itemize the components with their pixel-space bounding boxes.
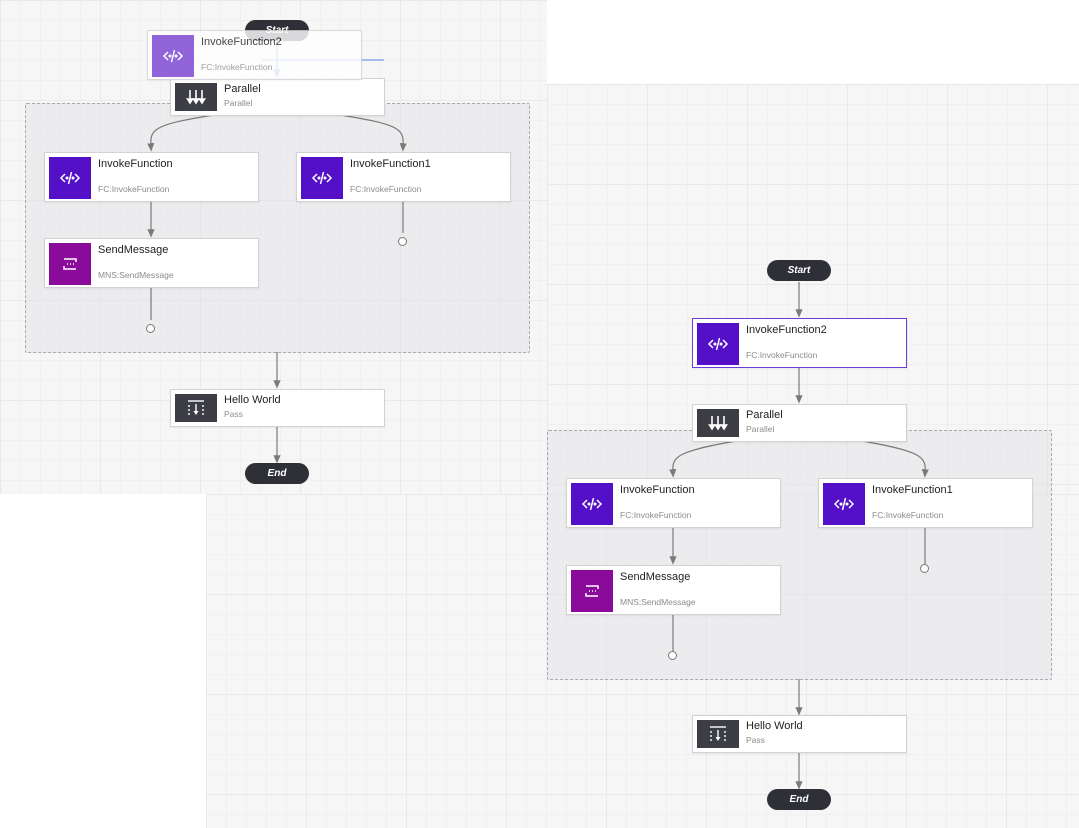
node-title: Hello World <box>224 394 281 406</box>
mns-message-icon <box>49 243 91 285</box>
hello-world-node-left[interactable]: Hello World Pass <box>170 389 385 427</box>
branch-end-marker <box>668 651 677 660</box>
fc-function-icon <box>823 483 865 525</box>
fc-function-icon <box>49 157 91 199</box>
invoke-function2-node-right[interactable]: InvokeFunction2 FC:InvokeFunction <box>692 318 907 368</box>
end-label: End <box>267 468 287 479</box>
send-message-node-right[interactable]: SendMessage MNS:SendMessage <box>566 565 781 615</box>
node-subtitle: MNS:SendMessage <box>620 597 696 607</box>
fc-function-icon <box>697 323 739 365</box>
end-label: End <box>789 794 809 805</box>
node-title: SendMessage <box>98 244 169 256</box>
pass-icon <box>175 394 217 422</box>
send-message-node-left[interactable]: SendMessage MNS:SendMessage <box>44 238 259 288</box>
node-subtitle: Parallel <box>224 98 253 108</box>
branch-end-marker <box>920 564 929 573</box>
node-title: InvokeFunction1 <box>350 158 431 170</box>
parallel-node-right[interactable]: Parallel Parallel <box>692 404 907 442</box>
end-pill-left: End <box>245 463 309 484</box>
invoke-function1-node-left[interactable]: InvokeFunction1 FC:InvokeFunction <box>296 152 511 202</box>
pass-icon <box>697 720 739 748</box>
parallel-icon <box>697 409 739 437</box>
end-pill-right: End <box>767 789 831 810</box>
node-title: Parallel <box>224 83 261 95</box>
parallel-branch-container-left <box>25 103 530 353</box>
parallel-node-left[interactable]: Parallel Parallel <box>170 78 385 116</box>
node-subtitle: FC:InvokeFunction <box>746 350 818 360</box>
invoke-function-node-left[interactable]: InvokeFunction FC:InvokeFunction <box>44 152 259 202</box>
node-subtitle: FC:InvokeFunction <box>350 184 422 194</box>
node-subtitle: Parallel <box>746 424 775 434</box>
node-subtitle: FC:InvokeFunction <box>201 62 273 72</box>
node-title: InvokeFunction1 <box>872 484 953 496</box>
mns-message-icon <box>571 570 613 612</box>
node-subtitle: MNS:SendMessage <box>98 270 174 280</box>
node-title: InvokeFunction2 <box>746 324 827 336</box>
node-title: Hello World <box>746 720 803 732</box>
node-subtitle: Pass <box>746 735 765 745</box>
branch-end-marker <box>398 237 407 246</box>
node-title: InvokeFunction <box>620 484 695 496</box>
node-subtitle: FC:InvokeFunction <box>872 510 944 520</box>
fc-function-icon <box>152 35 194 77</box>
branch-end-marker <box>146 324 155 333</box>
invoke-function-node-right[interactable]: InvokeFunction FC:InvokeFunction <box>566 478 781 528</box>
node-subtitle: FC:InvokeFunction <box>620 510 692 520</box>
start-pill-right: Start <box>767 260 831 281</box>
invoke-function1-node-right[interactable]: InvokeFunction1 FC:InvokeFunction <box>818 478 1033 528</box>
hello-world-node-right[interactable]: Hello World Pass <box>692 715 907 753</box>
fc-function-icon <box>571 483 613 525</box>
node-title: InvokeFunction <box>98 158 173 170</box>
start-label: Start <box>787 265 811 276</box>
node-title: InvokeFunction2 <box>201 36 282 48</box>
workflow-canvas-right-lower[interactable] <box>206 494 1079 828</box>
node-title: SendMessage <box>620 571 691 583</box>
parallel-branch-container-right <box>547 430 1052 680</box>
fc-function-icon <box>301 157 343 199</box>
node-subtitle: Pass <box>224 409 243 419</box>
parallel-icon <box>175 83 217 111</box>
node-subtitle: FC:InvokeFunction <box>98 184 170 194</box>
node-title: Parallel <box>746 409 783 421</box>
invoke-function2-node-dragging[interactable]: InvokeFunction2 FC:InvokeFunction <box>147 30 362 80</box>
